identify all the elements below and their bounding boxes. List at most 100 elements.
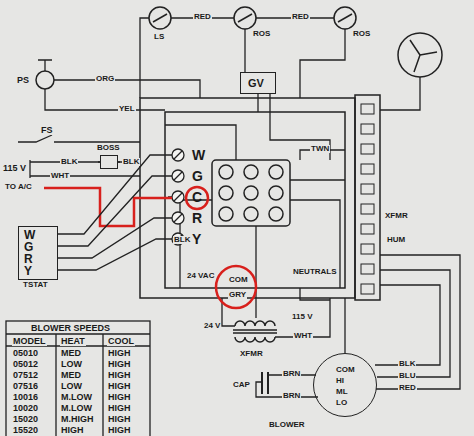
wire-label: BLK <box>60 158 78 166</box>
node-text: LO <box>336 399 347 407</box>
wire-label: CAP <box>232 381 251 389</box>
control-board <box>244 207 258 221</box>
node-text: C <box>192 190 202 204</box>
wire-label: TWN <box>310 145 330 153</box>
wire <box>54 80 200 98</box>
wire-label: ROS <box>352 30 371 38</box>
table-cell: HIGH <box>107 393 132 402</box>
red-annotation <box>44 187 256 308</box>
wire-label: BLK <box>398 360 416 368</box>
control-board <box>219 165 233 179</box>
wire <box>18 18 460 397</box>
red-annotation <box>186 187 208 209</box>
inducer-motor <box>410 40 437 72</box>
screw-terminal <box>172 191 184 203</box>
node-heading: BOSS <box>97 144 120 152</box>
wire-label: BLU <box>398 372 416 380</box>
wire-label: BRN <box>282 370 301 378</box>
node-text: GV <box>248 78 264 89</box>
wire <box>38 60 52 71</box>
table-cell: M.HIGH <box>60 415 95 424</box>
wire-label: ROS <box>252 30 271 38</box>
thermostat-box: WGRYTSTAT <box>18 226 58 280</box>
thermostat-wire <box>58 176 168 246</box>
thermostat-wire <box>58 218 168 258</box>
table-cell: M.LOW <box>60 393 93 402</box>
table-cell: HIGH <box>107 382 132 391</box>
wire-label: RED <box>291 13 310 21</box>
table-cell: HIGH <box>107 360 132 369</box>
table-cell: MED <box>60 371 82 380</box>
wire-label: COM <box>228 276 249 284</box>
control-board <box>140 98 355 298</box>
control-board <box>212 160 290 226</box>
wire-label: ORG <box>95 75 115 83</box>
control-board <box>219 207 233 221</box>
wire-label: RED <box>398 384 417 392</box>
table-cell: HEAT <box>60 337 86 346</box>
table-cell: HIGH <box>107 349 132 358</box>
wire <box>18 135 140 142</box>
wire <box>29 160 30 178</box>
table-cell: 05012 <box>12 360 39 369</box>
wire-label: YEL <box>118 105 136 113</box>
wire <box>244 29 245 72</box>
node-text: Y <box>192 232 201 246</box>
wire-label: 115 V <box>291 313 313 321</box>
limit-switch <box>149 7 171 29</box>
relay-box: BOSS <box>100 155 118 169</box>
wire <box>30 175 140 176</box>
node-text: G <box>24 241 33 253</box>
limit-switch <box>149 7 356 29</box>
wire <box>344 298 345 353</box>
transformer-symbol <box>233 330 277 333</box>
thermostat-wire <box>58 155 168 234</box>
screw-terminal <box>172 170 184 182</box>
wire <box>140 18 149 98</box>
terminal-strip-connector <box>355 95 380 300</box>
wire-label: FS <box>40 126 54 135</box>
node-text: W <box>192 148 205 162</box>
node-text: ML <box>336 388 348 396</box>
table-title: BLOWER SPEEDS <box>30 324 111 333</box>
speed-table <box>6 321 150 436</box>
wire <box>257 94 258 112</box>
node-text: COM <box>336 366 355 374</box>
wire-label: BLK <box>122 158 140 166</box>
control-board <box>165 112 345 288</box>
transformer-symbol <box>235 321 275 326</box>
node-text: Y <box>24 265 32 277</box>
node-text: G <box>192 169 203 183</box>
limit-switch <box>238 14 252 22</box>
capacitor-symbol <box>262 372 268 394</box>
table-cell: 10016 <box>12 393 39 402</box>
screw-terminal <box>174 151 182 159</box>
node-heading: TSTAT <box>23 281 48 289</box>
table-cell: LOW <box>60 382 83 391</box>
wire-label: TO A/C <box>4 183 33 191</box>
table-cell: COOL <box>107 337 135 346</box>
screw-terminal <box>174 214 182 222</box>
wire <box>376 255 460 389</box>
control-board <box>140 98 355 298</box>
table-cell: 15020 <box>12 415 39 424</box>
table-cell: HIGH <box>107 371 132 380</box>
wire-label: 115 V <box>2 164 27 173</box>
inducer-motor <box>398 33 442 77</box>
control-board <box>219 186 233 200</box>
wire-label: LS <box>153 33 165 41</box>
screw-terminal <box>172 149 184 245</box>
blower-motor: COMHIMLLO <box>313 353 377 417</box>
red-annotation <box>216 266 256 308</box>
table-cell: 05010 <box>12 349 39 358</box>
table-cell: HIGH <box>60 426 85 435</box>
wire <box>290 200 340 288</box>
capacitor-symbol <box>262 372 268 394</box>
wire-label: BLK <box>173 236 191 244</box>
wire-label: WHT <box>50 172 70 180</box>
node-text: R <box>24 253 33 265</box>
wire-label: GRY <box>228 291 247 299</box>
table-cell: M.LOW <box>60 404 93 413</box>
table-cell: MODEL <box>12 337 47 346</box>
